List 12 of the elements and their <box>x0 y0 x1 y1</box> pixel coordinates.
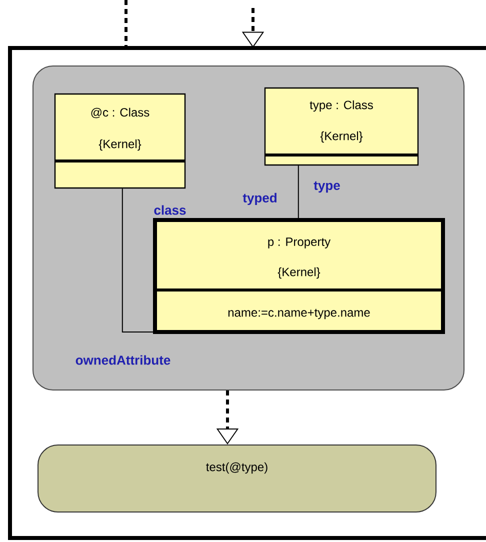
role-label: typed <box>242 192 276 206</box>
connector <box>124 0 128 48</box>
connector <box>122 188 154 332</box>
class-box: type : Class {Kernel} <box>264 87 419 166</box>
property-box: p : Property {Kernel} name:=c.name+type.name <box>153 218 445 334</box>
frame-border <box>8 46 486 540</box>
action-box: test(@type) <box>38 444 436 512</box>
edge-label: class <box>154 205 186 215</box>
edge-label: type <box>314 181 340 193</box>
class-box: @c : Class {Kernel} <box>54 93 186 189</box>
connector <box>298 165 299 218</box>
role-label: ownedAttribute <box>76 355 170 365</box>
